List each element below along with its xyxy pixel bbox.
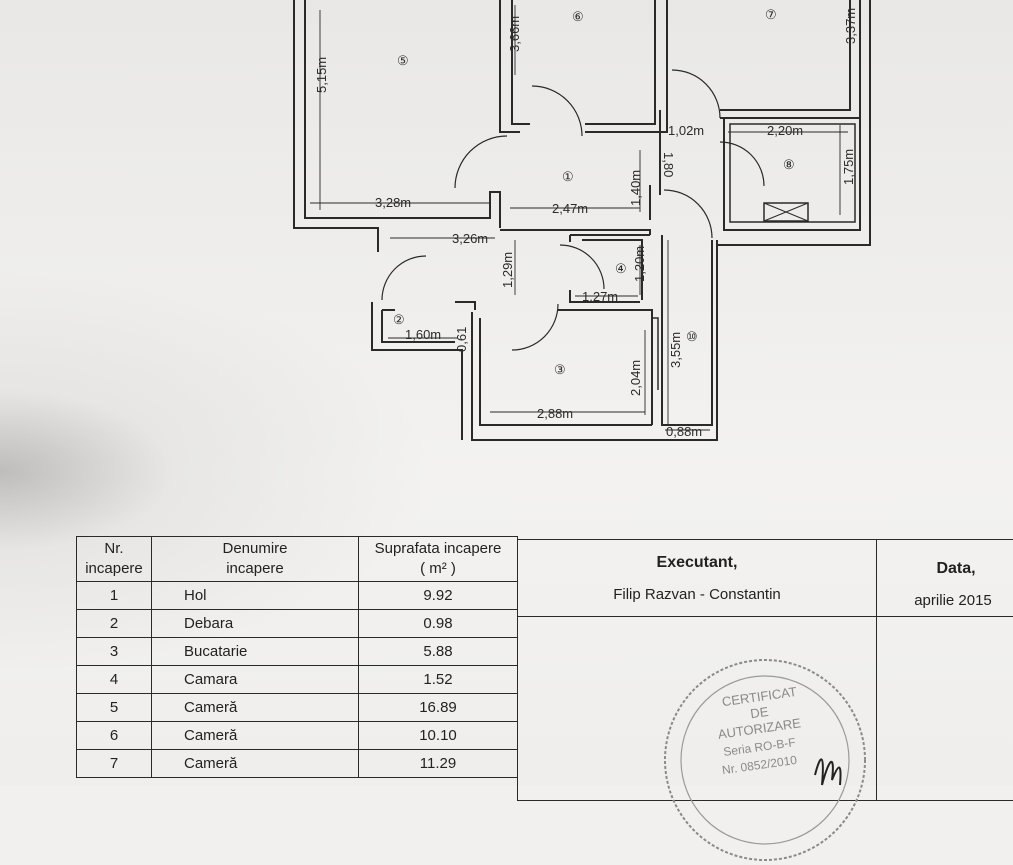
signature-mark (814, 758, 842, 786)
door-arc-room8 (719, 141, 765, 187)
dim-1-80: 1,80 (661, 152, 676, 177)
room-1-label: ① (562, 169, 574, 184)
door-arc-room5 (454, 135, 508, 189)
dim-1-29: 1,29m (500, 252, 515, 288)
executant-title: Executant, (656, 554, 738, 571)
door-arc-room3 (511, 303, 559, 351)
wall-room5-inner (304, 0, 501, 228)
room-3-label: ③ (554, 362, 566, 377)
door-arc-room10 (663, 189, 713, 239)
dim-3-55: 3,55m (668, 332, 683, 368)
dim-1-40: 1,40m (628, 170, 643, 206)
header-area: Suprafata incapere( m² ) (358, 536, 518, 582)
room-2-label: ② (393, 312, 405, 327)
room-4-label: ④ (615, 261, 627, 276)
wall-room5-outer (293, 0, 379, 252)
dim-2-88: 2,88m (537, 406, 573, 421)
dim-1-20: 1,20m (632, 246, 647, 282)
executant-name: Filip Razvan - Constantin (613, 586, 781, 603)
dim-1-27: 1,27m (582, 289, 618, 304)
dim-3-28: 3,28m (375, 195, 411, 210)
dim-5-15: 5,15m (314, 57, 329, 93)
header-nr: Nr.incapere (76, 536, 152, 582)
dim-1-60: 1,60m (405, 327, 441, 342)
dim-2-04: 2,04m (628, 360, 643, 396)
floor-plan: ⑤ ⑥ ⑦ ⑧ ① ④ ② ③ ⑩ 5,15m 3,66m 3,37m 1,02… (293, 0, 871, 441)
executant-header-row (518, 540, 1013, 617)
door-arc-room7 (671, 69, 721, 119)
door-arc-room6 (531, 85, 583, 137)
dim-1-75: 1,75m (841, 149, 856, 185)
dim-2-47: 2,47m (552, 201, 588, 216)
room-8-label: ⑧ (783, 157, 795, 172)
dim-0-61: 0,61 (454, 327, 469, 352)
date-value: aprilie 2015 (914, 592, 992, 609)
executant-box: Executant, Filip Razvan - Constantin Dat… (517, 539, 1013, 801)
room-5-label: ⑤ (397, 53, 409, 68)
room-6-label: ⑥ (572, 9, 584, 24)
dim-3-26: 3,26m (452, 231, 488, 246)
dim-3-37: 3,37m (843, 8, 858, 44)
authorization-stamp: CERTIFICAT DE AUTORIZARE Seria RO-B-F Nr… (664, 659, 866, 861)
dim-1-02: 1,02m (668, 123, 704, 138)
dim-2-20: 2,20m (767, 123, 803, 138)
svg-text:DE: DE (749, 704, 769, 721)
dim-0-88: 0,88m (666, 424, 702, 439)
dim-3-66: 3,66m (507, 16, 522, 52)
door-arc-room4 (559, 244, 605, 290)
room-7-label: ⑦ (765, 7, 777, 22)
date-title: Data, (936, 560, 976, 577)
room-10-label: ⑩ (686, 329, 698, 344)
door-arc-room2 (381, 255, 427, 301)
